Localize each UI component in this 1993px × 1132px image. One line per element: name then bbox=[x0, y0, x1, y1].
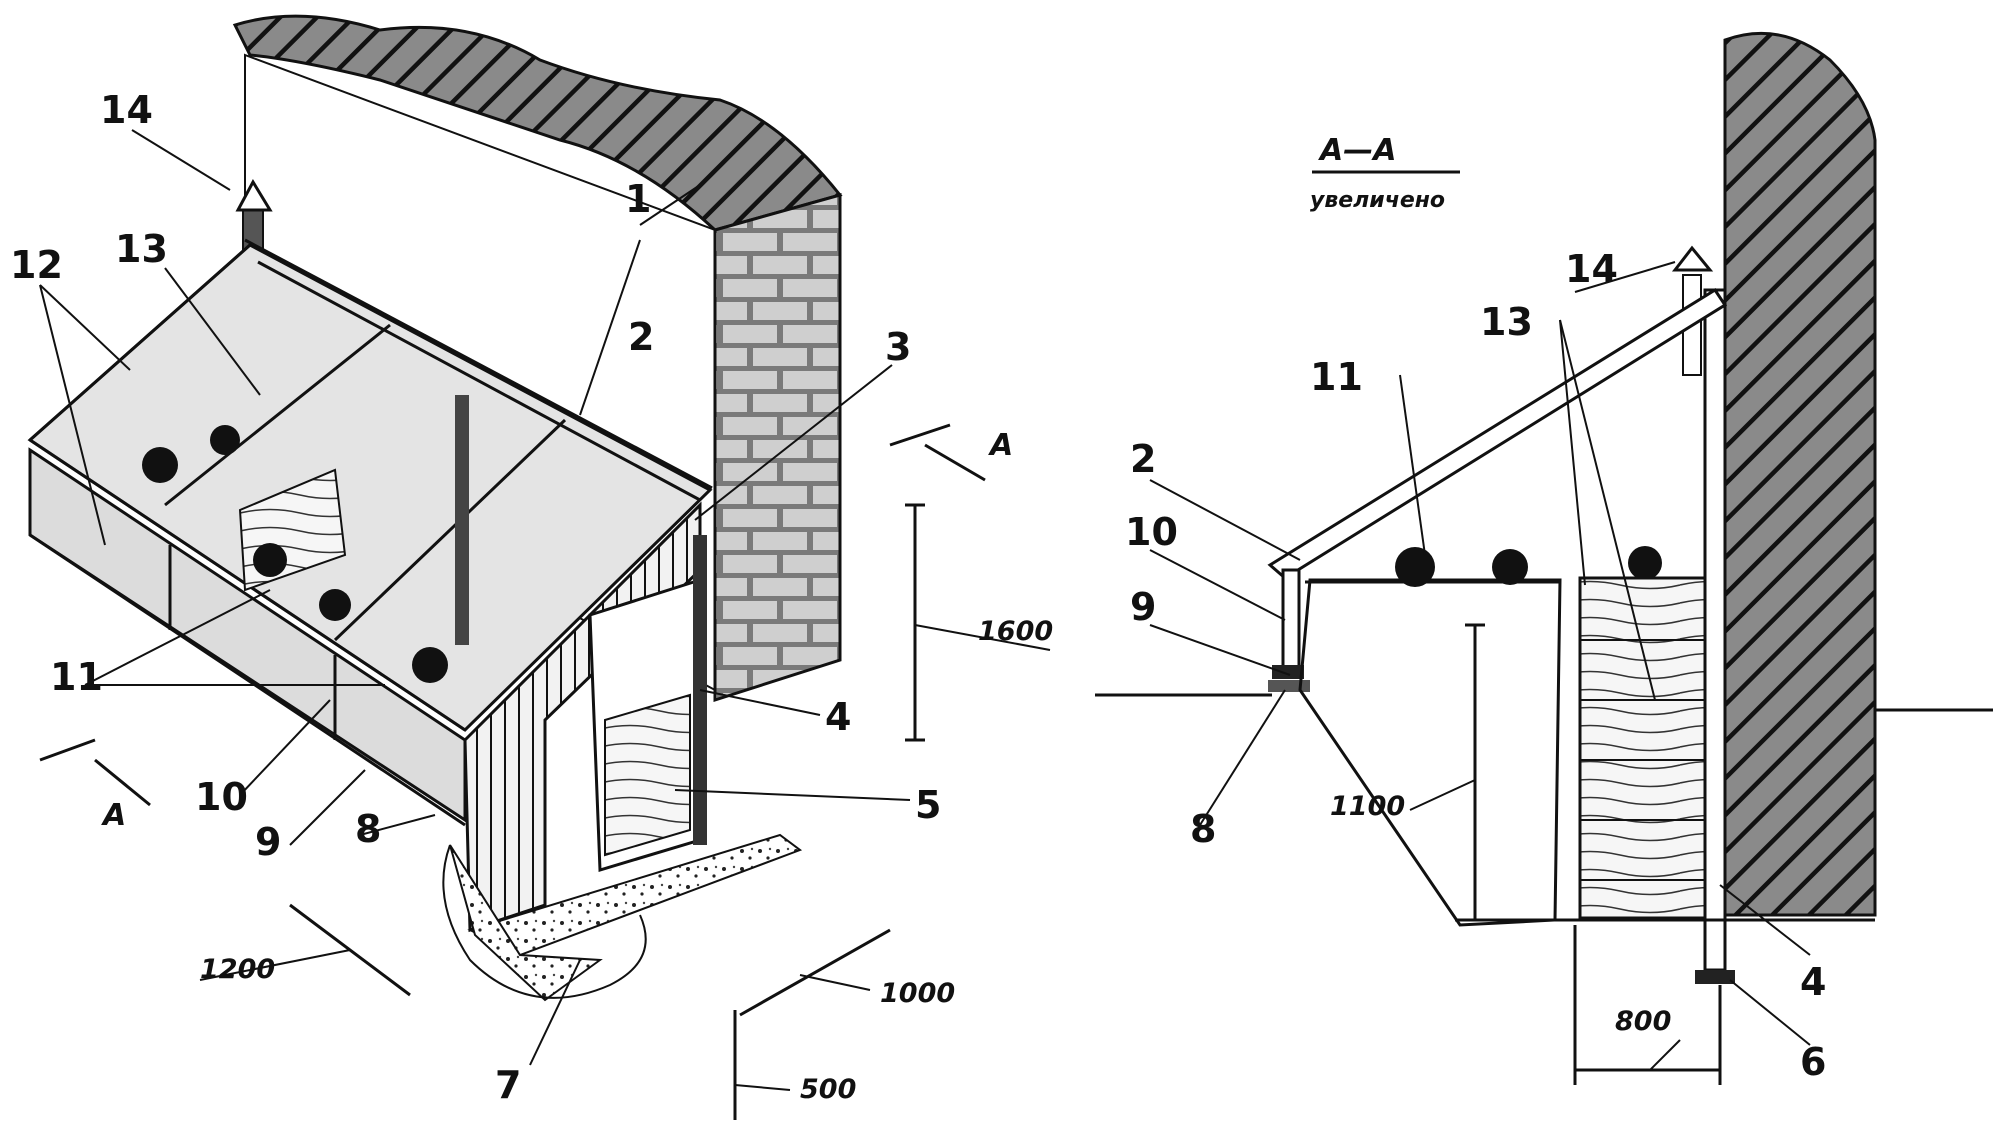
dim-length: 1200 bbox=[200, 954, 275, 985]
section-label-9: 9 bbox=[1130, 585, 1156, 629]
section-front-post bbox=[1281, 568, 1301, 672]
section-dim-width: 800 bbox=[1615, 1006, 1671, 1037]
section-post bbox=[1703, 288, 1727, 972]
label-13: 13 bbox=[115, 227, 168, 271]
dimensions-left bbox=[39, 423, 1051, 1120]
leaders-left bbox=[39, 129, 911, 1066]
section-rack bbox=[1578, 576, 1707, 920]
roof-left-edge bbox=[29, 243, 251, 442]
section-label-13: 13 bbox=[1480, 300, 1533, 344]
section-view: А—А увеличено bbox=[1095, 31, 1993, 984]
brick-pillar bbox=[713, 193, 842, 703]
rack-shelves bbox=[1580, 639, 1705, 881]
roof-ridge-inner bbox=[257, 260, 701, 502]
greenhouse-front-wall bbox=[28, 447, 467, 823]
front-wall-rail bbox=[29, 533, 466, 827]
section-caption: увеличено bbox=[1310, 188, 1445, 213]
section-label-11: 11 bbox=[1310, 355, 1363, 399]
section-plants bbox=[1395, 546, 1662, 587]
section-front-sill bbox=[1272, 665, 1304, 679]
label-4: 4 bbox=[825, 695, 851, 739]
label-14: 14 bbox=[100, 88, 153, 132]
section-label-6: 6 bbox=[1800, 1040, 1826, 1084]
section-soil-bank bbox=[1298, 578, 1562, 927]
section-front-footing bbox=[1268, 680, 1310, 692]
section-label-8: 8 bbox=[1190, 807, 1216, 851]
section-mark-right: А bbox=[988, 428, 1013, 463]
label-5: 5 bbox=[915, 783, 941, 827]
roof-rafter-1 bbox=[164, 323, 391, 507]
section-dim-depth: 1100 bbox=[1330, 791, 1405, 822]
section-post-footing bbox=[1695, 970, 1735, 984]
house-wall-top bbox=[232, 14, 843, 232]
section-label-2: 2 bbox=[1130, 437, 1156, 481]
dim-width: 1000 bbox=[880, 978, 955, 1009]
section-vent-cap bbox=[1671, 245, 1714, 272]
section-label-14: 14 bbox=[1565, 247, 1618, 291]
roof-ridge bbox=[244, 238, 713, 490]
ground-outline bbox=[442, 844, 647, 999]
dimensions-right bbox=[1409, 623, 1722, 1085]
label-8: 8 bbox=[355, 807, 381, 851]
section-label-10: 10 bbox=[1125, 510, 1178, 554]
section-label-4: 4 bbox=[1800, 960, 1826, 1004]
leaders-right bbox=[1149, 261, 1811, 1046]
isometric-view bbox=[27, 14, 843, 1002]
label-3: 3 bbox=[885, 325, 911, 369]
label-7: 7 bbox=[495, 1063, 521, 1107]
label-12: 12 bbox=[10, 243, 63, 287]
dim-height-total: 1600 bbox=[978, 616, 1053, 647]
pit-base bbox=[449, 844, 603, 1002]
vent-cap bbox=[235, 178, 273, 212]
label-2: 2 bbox=[628, 315, 654, 359]
label-9: 9 bbox=[255, 820, 281, 864]
plants bbox=[142, 425, 448, 683]
label-10: 10 bbox=[195, 775, 248, 819]
section-title: А—А bbox=[1318, 133, 1396, 168]
roof-rafter-2 bbox=[333, 418, 567, 642]
section-mark-left: А bbox=[101, 798, 126, 833]
label-1: 1 bbox=[625, 177, 651, 221]
door-panel bbox=[604, 693, 691, 857]
section-house-wall bbox=[1723, 31, 1877, 917]
label-11: 11 bbox=[50, 655, 103, 699]
dim-pit-depth: 500 bbox=[800, 1074, 856, 1105]
inner-post bbox=[455, 395, 469, 645]
